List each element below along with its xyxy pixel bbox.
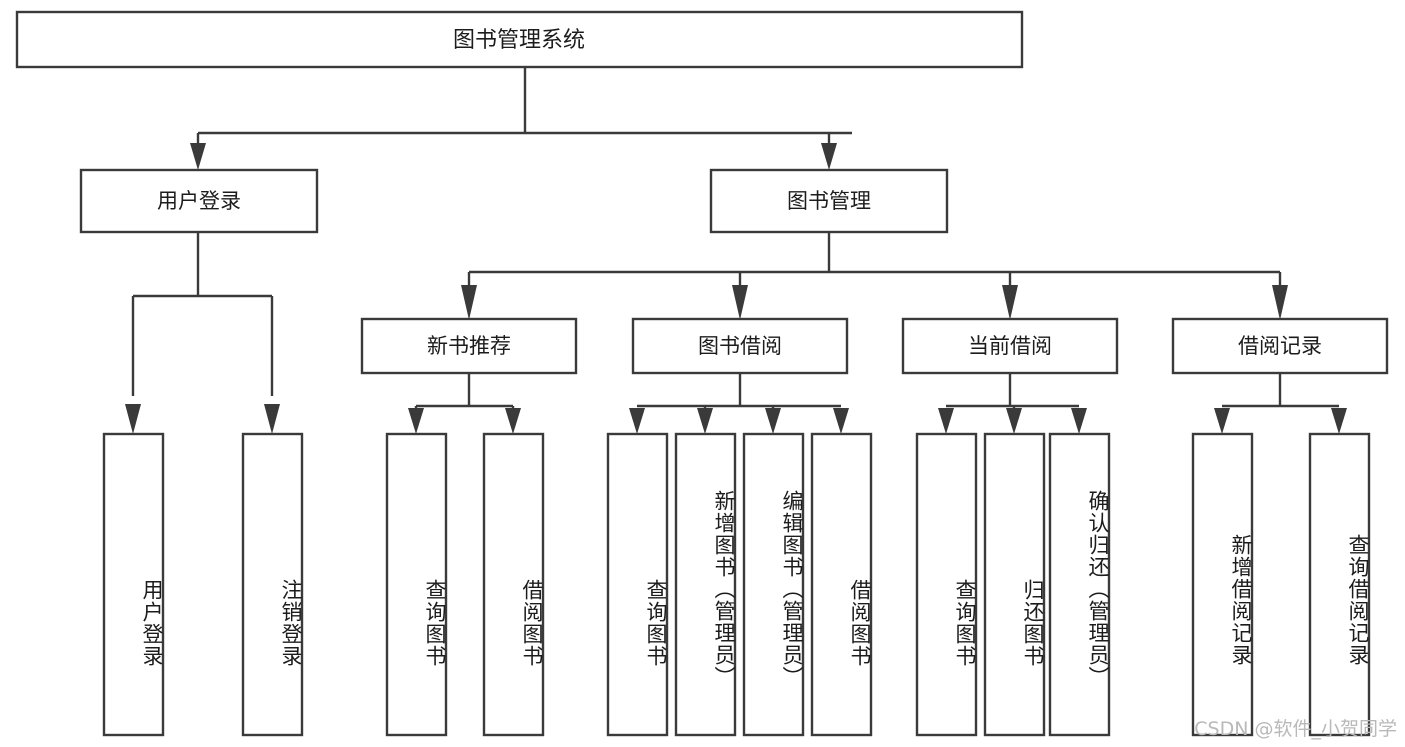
leaf-box-user-login-2[interactable]	[241, 432, 304, 737]
leaf-box-bb-1[interactable]	[606, 432, 669, 737]
connector-group-book-borrow	[629, 373, 849, 434]
node-book-manage-label: 图书管理	[787, 189, 871, 213]
node-book-borrow-label: 图书借阅	[698, 334, 782, 358]
node-borrow-record-box[interactable]	[1171, 317, 1389, 375]
arrow-head-book-borrow	[732, 285, 748, 320]
leaf-box-cb-2[interactable]	[983, 432, 1046, 737]
arrow-head-br-leaf-1	[1214, 408, 1230, 434]
arrow-head-bb-leaf-2	[697, 408, 713, 434]
node-user-login-label: 用户登录	[157, 189, 241, 213]
connector-group-current-borrow	[938, 373, 1087, 434]
arrow-head-borrow-record	[1272, 285, 1288, 320]
leaf-box-bb-2[interactable]	[674, 432, 737, 737]
node-new-book-recommend-label: 新书推荐	[427, 334, 511, 358]
arrow-head-cb-leaf-3	[1071, 408, 1087, 434]
arrow-head-bb-leaf-1	[629, 408, 645, 434]
arrow-head-bb-leaf-4	[833, 408, 849, 434]
arrow-head-cb-leaf-1	[938, 408, 954, 434]
node-root[interactable]: 图书管理系统	[15, 10, 1024, 69]
connector-group-new-book-recommend	[408, 373, 521, 434]
arrow-head-new-book-recommend	[461, 285, 477, 320]
arrow-head-cb-leaf-2	[1006, 408, 1022, 434]
arrow-head-nbr-leaf-1	[408, 408, 424, 434]
leaf-box-user-login-1[interactable]	[102, 432, 165, 737]
connector-group-user-login	[125, 232, 280, 434]
leaf-box-cb-1[interactable]	[915, 432, 978, 737]
node-book-manage-box[interactable]	[709, 168, 949, 234]
arrow-head-user-login	[190, 143, 206, 170]
leaf-box-cb-3[interactable]	[1048, 432, 1111, 737]
node-book-borrow-box[interactable]	[631, 317, 849, 375]
node-current-borrow-box[interactable]	[901, 317, 1119, 375]
leaf-box-nbr-1[interactable]	[385, 432, 448, 737]
node-borrow-record-label: 借阅记录	[1238, 334, 1322, 358]
node-borrow-record[interactable]: 借阅记录	[1171, 317, 1389, 375]
leaf-box-bb-3[interactable]	[742, 432, 805, 737]
node-user-login[interactable]: 用户登录	[79, 168, 319, 234]
node-current-borrow[interactable]: 当前借阅	[901, 317, 1119, 375]
node-user-login-box[interactable]	[79, 168, 319, 234]
leaf-box-nbr-2[interactable]	[482, 432, 545, 737]
arrow-head-user-login-leaf-1	[125, 404, 141, 434]
node-new-book-recommend-box[interactable]	[360, 317, 578, 375]
leaf-box-bb-4[interactable]	[810, 432, 873, 737]
arrow-head-nbr-leaf-2	[505, 408, 521, 434]
node-new-book-recommend[interactable]: 新书推荐	[360, 317, 578, 375]
arrow-head-user-login-leaf-2	[264, 404, 280, 434]
connector-group-borrow-record	[1214, 373, 1347, 434]
watermark-text: CSDN @软件_小贺同学	[1194, 718, 1397, 740]
connector-group-book-manage	[461, 232, 1288, 320]
node-current-borrow-label: 当前借阅	[968, 334, 1052, 358]
arrow-head-book-manage	[821, 143, 837, 170]
node-root-label: 图书管理系统	[453, 28, 585, 53]
node-book-manage[interactable]: 图书管理	[709, 168, 949, 234]
arrow-head-current-borrow	[1002, 285, 1018, 320]
arrow-head-br-leaf-2	[1331, 408, 1347, 434]
leaf-box-br-2[interactable]	[1308, 432, 1371, 737]
node-root-box[interactable]	[15, 10, 1024, 69]
connector-group-root	[190, 67, 852, 170]
node-book-borrow[interactable]: 图书借阅	[631, 317, 849, 375]
leaf-box-br-1[interactable]	[1191, 432, 1254, 737]
arrow-head-bb-leaf-3	[765, 408, 781, 434]
